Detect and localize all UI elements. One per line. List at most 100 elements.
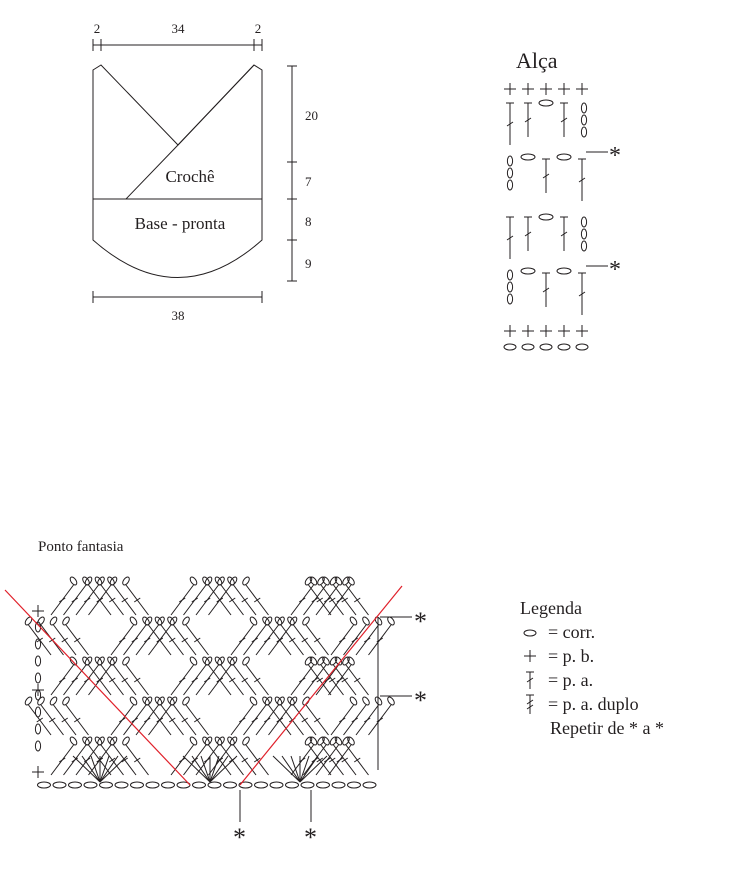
stitch-stroke	[253, 677, 261, 683]
chain-stitch	[84, 736, 93, 746]
chain-stitch	[387, 696, 395, 706]
shell-stitch	[272, 755, 328, 783]
stitch-stroke	[353, 677, 361, 683]
single-crochet-stitch	[540, 83, 552, 95]
single-crochet-stitch	[522, 325, 534, 337]
stitch-stroke	[263, 637, 271, 643]
chain-stitch	[37, 696, 45, 706]
fan-block	[330, 696, 395, 736]
stitch-stroke	[253, 597, 261, 603]
single-crochet-icon	[524, 650, 536, 662]
chain-stitch	[285, 781, 299, 789]
chain-stitch	[182, 696, 190, 706]
stitch-stroke	[203, 757, 211, 763]
chain-stitch	[580, 102, 588, 114]
chain-stitch	[34, 638, 42, 650]
chain-stitch	[223, 781, 237, 789]
single-crochet-stitch	[504, 83, 516, 95]
fan-block	[24, 616, 89, 656]
stitch-chart: Ponto fantasia * * * *	[4, 539, 427, 852]
stitch-stroke	[168, 637, 176, 643]
stitch-stroke	[181, 717, 189, 723]
stitch-stroke	[72, 755, 101, 783]
stitch-stroke	[228, 597, 236, 603]
stitch-stroke	[299, 755, 319, 783]
stitch-stroke	[351, 637, 359, 643]
chain-stitch	[229, 736, 238, 746]
stitch-stroke	[191, 597, 199, 603]
legend-item-single-crochet: = p. b.	[520, 644, 664, 668]
chain-stitch	[316, 781, 330, 789]
fan-block	[230, 696, 295, 736]
stitch-stroke	[108, 597, 116, 603]
fan-block	[50, 656, 115, 696]
stitch-stroke	[241, 677, 249, 683]
chain-stitch	[169, 696, 178, 706]
stitch-stroke	[578, 177, 586, 183]
stitch-stroke	[99, 755, 119, 783]
chain-stitch	[557, 343, 571, 351]
stitch-stroke	[178, 597, 186, 603]
chain-icon	[523, 629, 537, 637]
stitch-stroke	[58, 597, 66, 603]
fan-block	[204, 576, 269, 616]
stitch-stroke	[301, 717, 309, 723]
stitch-stroke	[182, 755, 211, 783]
single-crochet-stitch	[32, 766, 44, 778]
chain-stitch	[157, 616, 165, 626]
chain-stitch	[24, 696, 33, 706]
double-crochet-icon	[526, 671, 534, 689]
chain-stitch	[49, 616, 58, 626]
chain-stitch	[289, 616, 298, 626]
chain-stitch	[69, 576, 78, 586]
stitch-stroke	[506, 235, 514, 241]
chain-stitch	[277, 696, 285, 706]
chain-stitch	[538, 213, 554, 221]
stitch-stroke	[156, 717, 164, 723]
label-crochet: Crochê	[165, 167, 214, 186]
stitch-stroke	[71, 597, 79, 603]
stitch-stroke	[228, 677, 236, 683]
stitch-stroke	[36, 637, 44, 643]
chain-stitch	[34, 740, 42, 752]
fan-block	[304, 736, 369, 776]
stitch-stroke	[83, 597, 91, 603]
chain-stitch	[506, 179, 514, 191]
double-crochet-stitch	[560, 216, 568, 251]
fan-block	[144, 696, 209, 736]
single-crochet-stitch	[576, 83, 588, 95]
chain-stitch	[97, 576, 105, 586]
chain-stitch	[217, 576, 225, 586]
dim-top-middle: 34	[172, 21, 186, 36]
chain-stitch	[83, 781, 98, 789]
legend-repeat-text: Repetir de * a *	[550, 718, 664, 738]
chain-stitch	[109, 736, 118, 746]
chain-stitch	[97, 736, 105, 746]
single-crochet-stitch	[558, 83, 570, 95]
chain-stitch	[157, 696, 165, 706]
stitch-stroke	[61, 637, 69, 643]
chain-stitch	[580, 114, 588, 126]
stitch-stroke	[200, 755, 211, 783]
chain-stitch	[520, 153, 536, 161]
stitch-stroke	[209, 755, 238, 783]
stitch-stroke	[338, 637, 346, 643]
stitch-stroke	[143, 717, 151, 723]
stitch-stroke	[90, 755, 101, 783]
legend-text-chain: = corr.	[548, 622, 596, 642]
stitch-stroke	[238, 717, 246, 723]
legend-title: Legenda	[520, 598, 582, 618]
single-crochet-stitch	[522, 83, 534, 95]
chain-stitch	[109, 656, 118, 666]
chain-stitch	[99, 781, 113, 789]
chain-stitch	[189, 736, 198, 746]
stitch-stroke	[48, 717, 56, 723]
chain-stitch	[374, 696, 383, 706]
single-crochet-stitch	[576, 325, 588, 337]
chain-stitch	[304, 576, 313, 586]
stitch-stroke	[96, 677, 104, 683]
chain-stitch	[264, 696, 273, 706]
chain-stitch	[69, 656, 78, 666]
chain-stitch	[539, 343, 553, 351]
chain-stitch	[145, 781, 160, 789]
